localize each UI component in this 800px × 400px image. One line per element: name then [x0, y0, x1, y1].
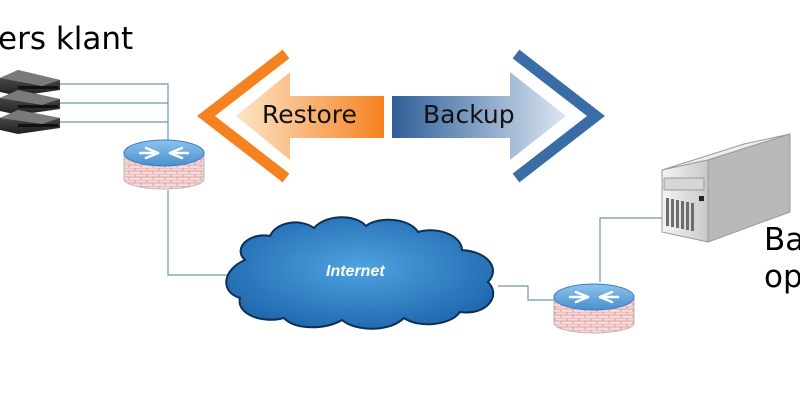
backup-chevron	[512, 49, 605, 183]
backup-label: Backup	[423, 100, 515, 129]
provider-label-line-1: Ba	[764, 222, 800, 258]
bidirectional-arrow-icon: Restore Backup	[197, 49, 605, 183]
restore-arrow	[236, 72, 384, 160]
provider-label-line-2: op	[764, 259, 800, 295]
router-icon	[123, 139, 205, 190]
server-stack-icon	[0, 70, 60, 134]
server-stack-unit-3	[0, 110, 60, 134]
restore-label: Restore	[262, 100, 357, 129]
internet-cloud-icon: Internet	[225, 216, 495, 330]
backup-arrow	[392, 72, 566, 160]
server-stack-unit-2	[0, 90, 60, 115]
link-router-server	[599, 217, 668, 282]
network-links	[60, 83, 668, 301]
server-tower-icon	[661, 133, 791, 243]
link-router-cloud	[167, 190, 232, 276]
server-stack-unit-1	[0, 70, 60, 96]
client-label: ers klant	[0, 21, 133, 57]
restore-chevron	[197, 49, 290, 183]
link-cloud-router	[498, 285, 556, 301]
router-icon	[553, 283, 635, 334]
internet-label: Internet	[326, 263, 385, 280]
link-server-1	[60, 83, 169, 140]
